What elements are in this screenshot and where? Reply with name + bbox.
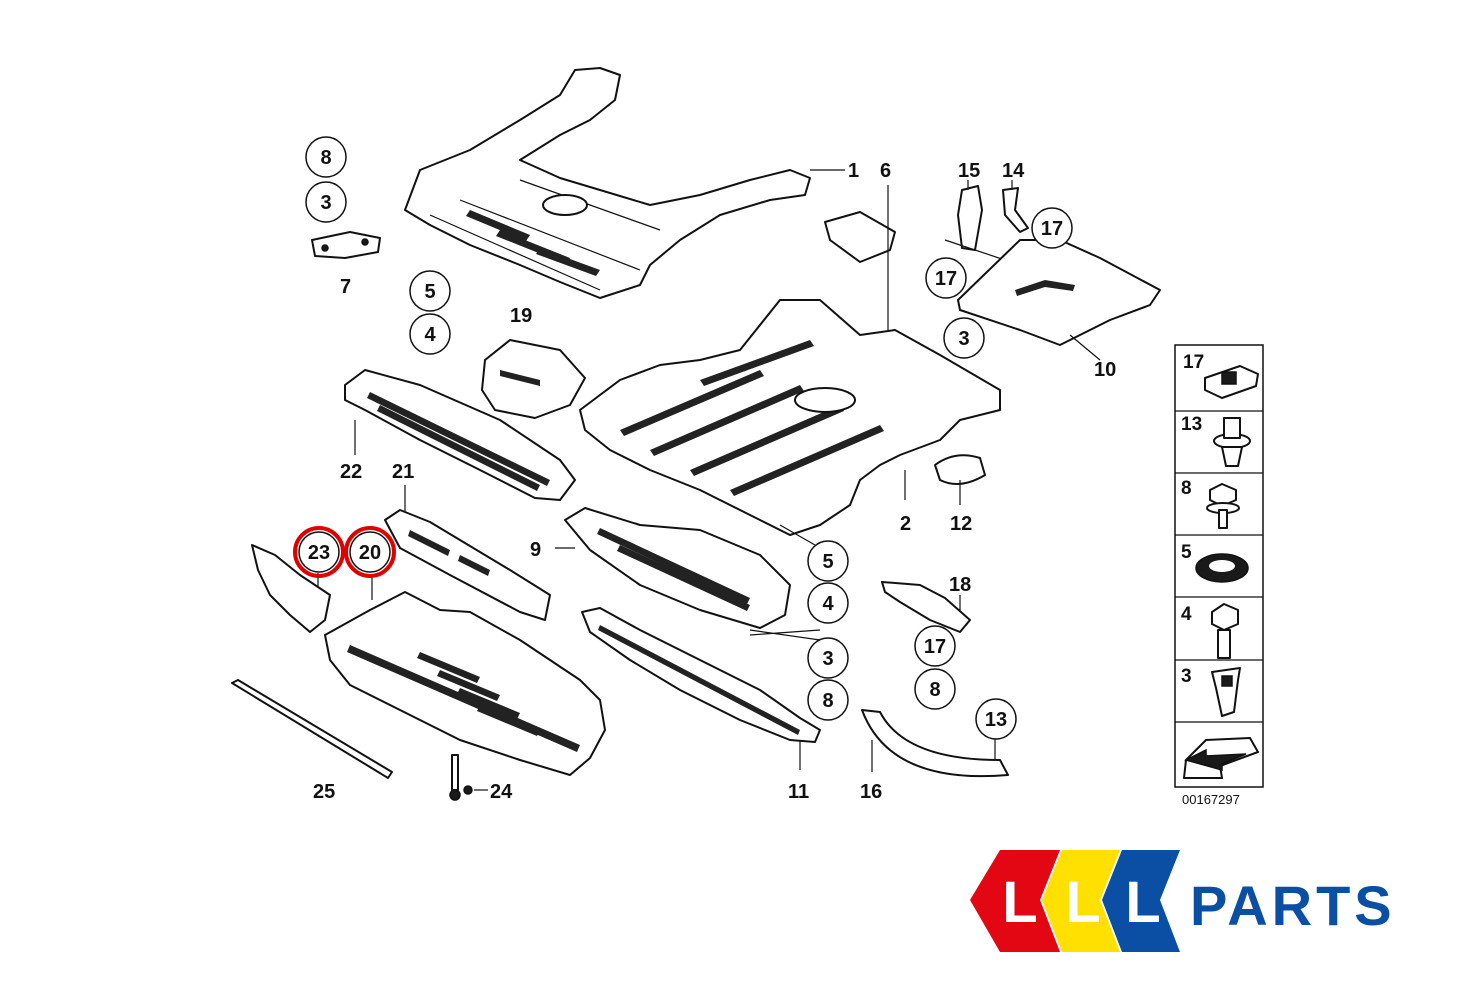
logo-blue-block [1102, 850, 1180, 952]
label-19: 19 [510, 305, 532, 327]
legend-item-arrow [1183, 737, 1259, 779]
callout-4-left: 4 [409, 313, 451, 355]
svg-text:13: 13 [1181, 414, 1202, 435]
label-14: 14 [1002, 160, 1025, 182]
svg-text:8: 8 [822, 690, 833, 712]
callout-17-bottom: 17 [914, 625, 956, 667]
svg-text:5: 5 [822, 551, 833, 573]
label-24: 24 [490, 781, 513, 803]
callout-20-highlighted: 20 [344, 526, 396, 578]
svg-text:17: 17 [1183, 352, 1204, 373]
callout-8-top: 8 [305, 136, 347, 178]
svg-text:3: 3 [320, 192, 331, 214]
legend-item-8: 8 [1181, 478, 1240, 529]
washer-icon [1195, 553, 1249, 583]
legend-item-4: 4 [1181, 603, 1239, 659]
label-2: 2 [900, 513, 911, 535]
label-16: 16 [860, 781, 882, 803]
part-24-screw [449, 754, 488, 801]
part-20-front-shield [324, 575, 606, 776]
svg-text:4: 4 [424, 324, 436, 346]
svg-text:8: 8 [929, 679, 940, 701]
callout-8-center: 8 [807, 679, 849, 721]
label-15: 15 [958, 160, 980, 182]
svg-text:8: 8 [1181, 478, 1192, 499]
svg-text:23: 23 [308, 542, 330, 564]
direction-arrow-icon [1183, 737, 1259, 779]
label-11: 11 [788, 781, 809, 803]
logo-letter-1: L [1002, 870, 1037, 935]
label-7: 7 [340, 276, 351, 298]
svg-text:20: 20 [359, 542, 381, 564]
label-18: 18 [949, 574, 971, 596]
logo-red-block [970, 850, 1060, 952]
legend-item-5: 5 [1181, 542, 1249, 583]
part-1-front-underbody-shield [404, 67, 845, 299]
svg-text:17: 17 [1041, 218, 1063, 240]
hex-bolt-icon [1211, 603, 1239, 659]
part-9-air-duct [555, 507, 821, 641]
callout-3-top: 3 [305, 181, 347, 223]
part-2-main-underbody-panel [579, 299, 1001, 546]
svg-text:17: 17 [924, 636, 946, 658]
part-21-air-duct [384, 485, 551, 621]
svg-text:3: 3 [822, 648, 833, 670]
svg-text:8: 8 [320, 147, 331, 169]
legend-item-13: 13 [1181, 414, 1251, 467]
svg-text:3: 3 [958, 328, 969, 350]
callout-13: 13 [975, 698, 1017, 740]
label-25: 25 [313, 781, 335, 803]
nut-clip-icon [1204, 365, 1259, 399]
part-number-labels: 1 6 15 14 7 19 10 22 21 2 12 9 18 25 24 … [313, 160, 1116, 803]
part-12-cap [934, 454, 986, 505]
part-10-rear-shield [957, 239, 1161, 361]
svg-text:4: 4 [1181, 604, 1192, 625]
circled-callouts: 8 3 5 4 17 17 3 5 4 3 8 17 8 13 23 20 [293, 136, 1073, 740]
logo-letter-2: L [1065, 870, 1100, 935]
part-15-bracket [957, 185, 983, 251]
svg-text:4: 4 [822, 593, 834, 615]
part-19-bracket [481, 339, 586, 419]
callout-8-bottom: 8 [914, 668, 956, 710]
callout-3-right: 3 [943, 317, 985, 359]
label-12: 12 [950, 513, 972, 535]
part-7-bracket [311, 231, 381, 259]
logo-letter-3: L [1125, 870, 1160, 935]
callout-17-left: 17 [925, 257, 967, 299]
part-11-front-trim [581, 607, 821, 770]
label-21: 21 [392, 461, 414, 483]
callout-5-left: 5 [409, 270, 451, 312]
logo-yellow-block [1042, 850, 1120, 952]
spreader-nut-icon [1211, 667, 1241, 717]
callout-3-center: 3 [807, 637, 849, 679]
lll-parts-logo: L L L PARTS [970, 850, 1396, 952]
part-22-cross-member [344, 369, 576, 501]
callout-17-right: 17 [1031, 207, 1073, 249]
legend-item-3: 3 [1181, 666, 1241, 717]
expansion-rivet-icon [1213, 417, 1251, 467]
svg-text:13: 13 [985, 709, 1007, 731]
part-18-bracket [881, 581, 971, 633]
svg-text:3: 3 [1181, 666, 1192, 687]
svg-text:5: 5 [424, 281, 435, 303]
svg-text:17: 17 [935, 268, 957, 290]
diagram-code: 00167297 [1182, 792, 1240, 807]
logo-parts-text: PARTS [1190, 874, 1396, 937]
part-25-strip [231, 679, 393, 779]
flange-screw-icon [1206, 483, 1240, 529]
label-22: 22 [340, 461, 362, 483]
part-14-bracket [1002, 187, 1029, 233]
svg-text:5: 5 [1181, 542, 1192, 563]
callout-4-center: 4 [807, 582, 849, 624]
callout-23-highlighted: 23 [293, 526, 345, 578]
label-10: 10 [1094, 359, 1116, 381]
label-6: 6 [880, 160, 891, 182]
legend-item-17: 17 [1183, 352, 1259, 399]
fastener-legend: 17 13 8 5 [1174, 344, 1264, 807]
label-1: 1 [848, 160, 859, 182]
label-9: 9 [530, 539, 541, 561]
callout-5-center: 5 [807, 540, 849, 582]
